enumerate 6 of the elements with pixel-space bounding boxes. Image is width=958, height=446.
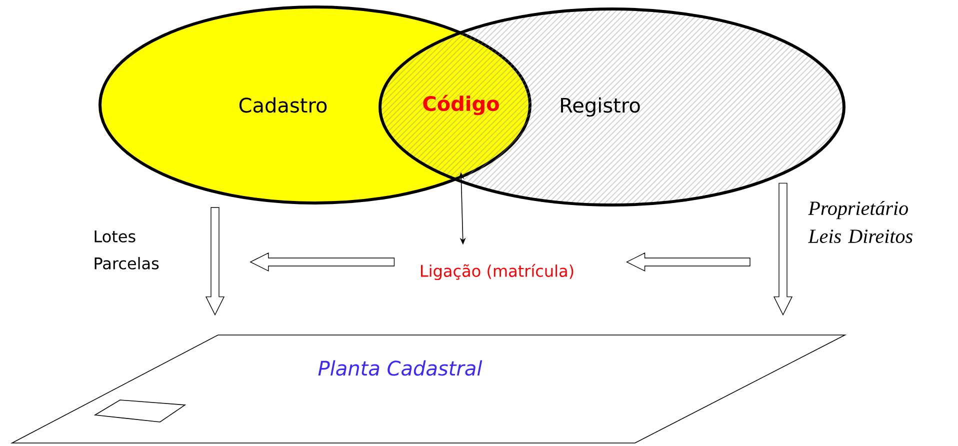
block-arrow bbox=[250, 252, 395, 272]
link-label: Ligação (matrícula) bbox=[421, 264, 574, 280]
side-label: Lotes Parcelas bbox=[94, 230, 159, 270]
block-arrow bbox=[626, 252, 750, 272]
block-arrow bbox=[773, 182, 793, 316]
block-arrow bbox=[205, 207, 225, 316]
